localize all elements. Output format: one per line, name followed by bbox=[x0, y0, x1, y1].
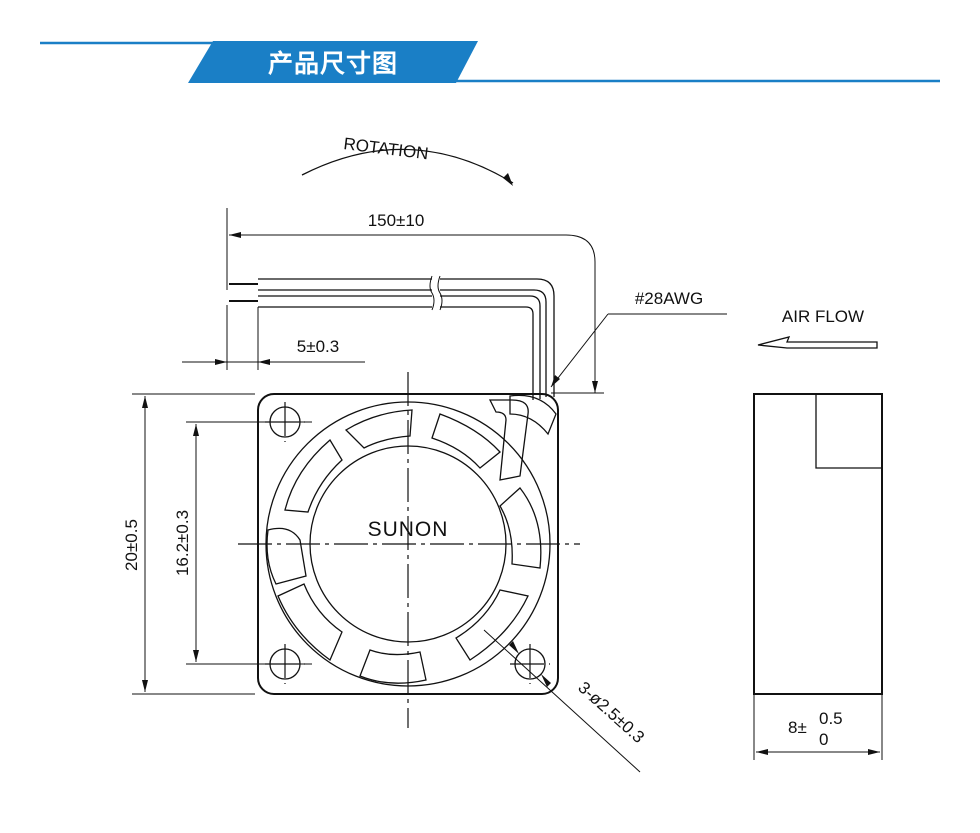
air-flow-indicator: AIR FLOW bbox=[757, 307, 878, 349]
fan-blade bbox=[284, 439, 343, 513]
arrowhead-icon bbox=[142, 396, 148, 408]
wire-bottom-outer bbox=[258, 295, 541, 399]
arrowhead-icon bbox=[509, 641, 519, 654]
strip-length-label: 5±0.3 bbox=[297, 337, 339, 356]
fan-blade bbox=[266, 527, 307, 585]
lead-wires bbox=[226, 275, 555, 400]
cable-dim-bend bbox=[565, 234, 596, 393]
arrowhead-icon bbox=[215, 359, 227, 365]
arrowhead-icon bbox=[258, 359, 270, 365]
arrowhead-icon bbox=[193, 650, 199, 662]
section-header: 产品尺寸图 bbox=[40, 41, 940, 83]
arrowhead-icon bbox=[756, 749, 768, 755]
side-body bbox=[753, 393, 883, 695]
awg-leader bbox=[550, 313, 609, 388]
fan-blade bbox=[431, 413, 501, 469]
rotation-label: ROTATION bbox=[343, 134, 430, 163]
mounting-hole-callout: 3-ø2.5±0.3 bbox=[483, 629, 648, 773]
wire-gauge-callout: #28AWG bbox=[550, 289, 727, 394]
hole-leader bbox=[483, 629, 641, 773]
wire-bottom-inner bbox=[258, 306, 534, 400]
arrowhead-icon bbox=[229, 232, 241, 238]
air-flow-label: AIR FLOW bbox=[782, 307, 864, 326]
cable-length-dimension: 150±10 bbox=[226, 208, 598, 393]
thickness-lower-tolerance: 0 bbox=[819, 730, 828, 749]
arrowhead-icon bbox=[551, 375, 560, 387]
overall-size-dimension: 20±0.5 bbox=[122, 393, 255, 695]
cable-exit bbox=[509, 394, 557, 436]
header-banner bbox=[188, 41, 478, 83]
brand-label: SUNON bbox=[368, 518, 449, 541]
wire-top-inner bbox=[258, 289, 547, 397]
fan-blade bbox=[359, 649, 427, 684]
wire-break-mark bbox=[429, 275, 443, 311]
arrowhead-icon bbox=[592, 381, 598, 393]
arrowhead-icon bbox=[541, 674, 551, 687]
thickness-upper-tolerance: 0.5 bbox=[819, 709, 843, 728]
rotation-arc bbox=[301, 148, 514, 184]
rotation-indicator: ROTATION bbox=[301, 134, 514, 186]
hole-pitch-label: 16.2±0.3 bbox=[173, 510, 192, 576]
cable-length-label: 150±10 bbox=[368, 211, 425, 230]
rotation-arrowhead-icon bbox=[503, 173, 513, 186]
arrowhead-icon bbox=[193, 424, 199, 436]
side-cable-block bbox=[815, 394, 882, 469]
fan-blade bbox=[499, 487, 542, 569]
cable-strain-relief bbox=[488, 399, 529, 481]
air-flow-arrow-icon bbox=[757, 336, 878, 349]
wire-gauge-label: #28AWG bbox=[635, 289, 703, 308]
hole-pitch-dimension: 16.2±0.3 bbox=[173, 421, 312, 665]
fan-blade bbox=[344, 409, 413, 449]
arrowhead-icon bbox=[868, 749, 880, 755]
wire-top-outer bbox=[258, 278, 555, 397]
fan-blade bbox=[455, 589, 529, 661]
fan-blade bbox=[277, 583, 343, 662]
fan-front-view: SUNON bbox=[238, 372, 580, 728]
arrowhead-icon bbox=[142, 680, 148, 692]
thickness-label: 8± bbox=[788, 718, 807, 737]
fan-side-view: 8± 0.5 0 bbox=[753, 393, 883, 760]
mounting-hole-label: 3-ø2.5±0.3 bbox=[574, 678, 648, 747]
strip-length-dimension: 5±0.3 bbox=[182, 337, 365, 365]
overall-size-label: 20±0.5 bbox=[122, 519, 141, 571]
header-title: 产品尺寸图 bbox=[268, 49, 398, 78]
